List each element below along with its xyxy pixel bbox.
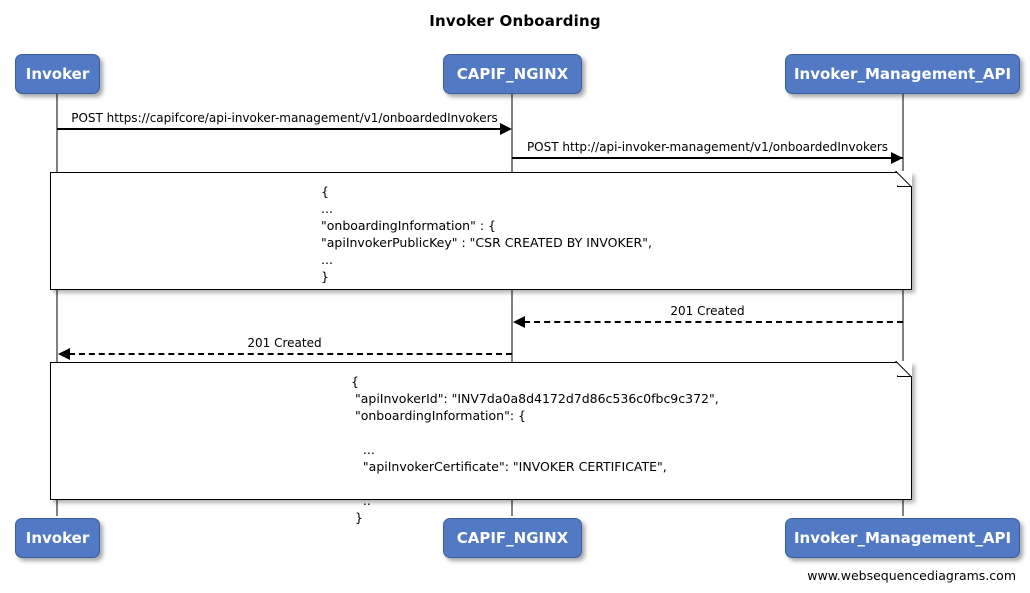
participant-label: Invoker_Management_API [793, 529, 1012, 547]
participant-capif-nginx-top[interactable]: CAPIF_NGINX [443, 54, 582, 94]
note-request-body: { ... "onboardingInformation" : { "apiIn… [50, 171, 912, 290]
footer-credit: www.websequencediagrams.com [807, 568, 1016, 583]
message-arrowhead-2 [891, 152, 903, 164]
lifeline-capif-nginx [511, 94, 513, 516]
participant-label: Invoker_Management_API [793, 65, 1012, 83]
note-response-body: { "apiInvokerId": "INV7da0a8d4172d7d86c5… [50, 361, 912, 525]
participant-invoker-management-api-top[interactable]: Invoker_Management_API [785, 54, 1020, 94]
lifeline-invoker-management-api [902, 94, 904, 516]
lifeline-invoker [56, 94, 58, 516]
message-label-2: POST http://api-invoker-management/v1/on… [526, 140, 889, 154]
participant-capif-nginx-bottom[interactable]: CAPIF_NGINX [443, 518, 582, 558]
message-line-3 [524, 321, 903, 323]
message-line-2 [512, 157, 903, 159]
message-line-1 [57, 128, 508, 130]
message-label-3: 201 Created [670, 304, 745, 318]
participant-invoker-management-api-bottom[interactable]: Invoker_Management_API [785, 518, 1020, 558]
note-text: { ... "onboardingInformation" : { "apiIn… [321, 184, 652, 284]
participant-invoker-top[interactable]: Invoker [15, 54, 100, 94]
message-arrowhead-4 [58, 348, 70, 360]
message-arrowhead-3 [513, 316, 525, 328]
participant-label: CAPIF_NGINX [456, 65, 569, 83]
message-label-4: 201 Created [247, 336, 322, 350]
participant-label: Invoker [25, 529, 90, 547]
note-fold-icon [897, 361, 912, 377]
page-title: Invoker Onboarding [429, 12, 601, 30]
participant-invoker-bottom[interactable]: Invoker [15, 518, 100, 558]
participant-label: Invoker [25, 65, 90, 83]
message-arrowhead-1 [500, 123, 512, 135]
message-line-4 [69, 353, 512, 355]
participant-label: CAPIF_NGINX [456, 529, 569, 547]
note-fold-icon [897, 171, 912, 187]
note-text: { "apiInvokerId": "INV7da0a8d4172d7d86c5… [351, 374, 719, 525]
message-label-1: POST https://capifcore/api-invoker-manag… [71, 111, 498, 125]
